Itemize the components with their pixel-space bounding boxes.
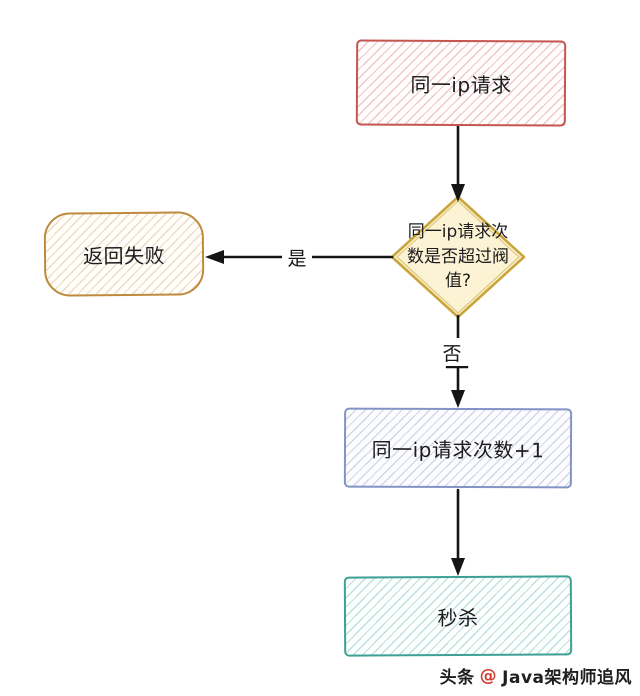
node-increment-label: 同一ip请求次数+1 (371, 437, 545, 462)
arrowhead-decision-to-increment (451, 390, 465, 408)
arrowhead-increment-to-seckill (451, 558, 465, 576)
watermark-at-icon: @ (479, 665, 498, 686)
watermark-author: Java架构师追风 (502, 668, 632, 688)
node-start: 同一ip请求 (355, 39, 567, 127)
node-increment: 同一ip请求次数+1 (343, 407, 573, 489)
decision-diamond-sketch-stroke (396, 200, 520, 314)
watermark-prefix: 头条 (439, 668, 475, 688)
arrowhead-start-to-decision (451, 184, 465, 202)
node-return-fail-label: 返回失败 (82, 243, 166, 268)
node-start-label: 同一ip请求 (410, 72, 512, 97)
edge-label-no: 否 (437, 338, 467, 366)
watermark: 头条 @ Java架构师追风 (439, 663, 632, 689)
edge-label-yes: 是 (282, 243, 312, 271)
node-decision-label: 同一ip请求次数是否超过阀值? (407, 222, 509, 292)
node-seckill-label: 秒杀 (437, 605, 479, 630)
arrowhead-decision-to-fail (205, 250, 224, 264)
node-seckill: 秒杀 (343, 575, 573, 657)
node-return-fail: 返回失败 (43, 211, 205, 297)
